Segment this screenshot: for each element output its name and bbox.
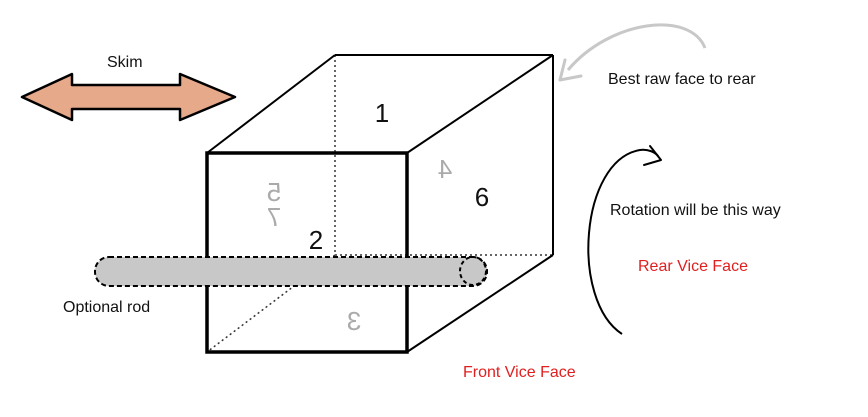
skim-arrow-icon bbox=[20, 72, 237, 122]
rotation-arrow-head bbox=[643, 145, 662, 166]
curved-arrow-icon bbox=[566, 23, 707, 71]
cube-front-face bbox=[205, 151, 409, 354]
face-4-ghost-label: 4 bbox=[438, 154, 452, 184]
face-7-ghost-label: 7 bbox=[267, 202, 281, 232]
curved-arrow-head bbox=[558, 58, 583, 82]
rotation-arrow-icon bbox=[587, 148, 659, 335]
face-6-label: 6 bbox=[475, 182, 489, 212]
front-vice-face-label: Front Vice Face bbox=[463, 364, 576, 381]
face-2-label: 2 bbox=[309, 225, 323, 255]
optional-rod bbox=[94, 256, 488, 287]
skim-label: Skim bbox=[107, 54, 143, 71]
rear-vice-face-label: Rear Vice Face bbox=[638, 258, 748, 275]
face-1-label: 1 bbox=[375, 98, 389, 128]
best-raw-face-label: Best raw face to rear bbox=[608, 71, 756, 88]
rod-end bbox=[459, 256, 487, 286]
optional-rod-label: Optional rod bbox=[63, 299, 150, 316]
face-3-ghost-label: 3 bbox=[347, 306, 361, 336]
face-5-ghost-label: 5 bbox=[267, 177, 281, 207]
cube-edges bbox=[206, 54, 554, 353]
rotation-label: Rotation will be this way bbox=[610, 202, 781, 219]
